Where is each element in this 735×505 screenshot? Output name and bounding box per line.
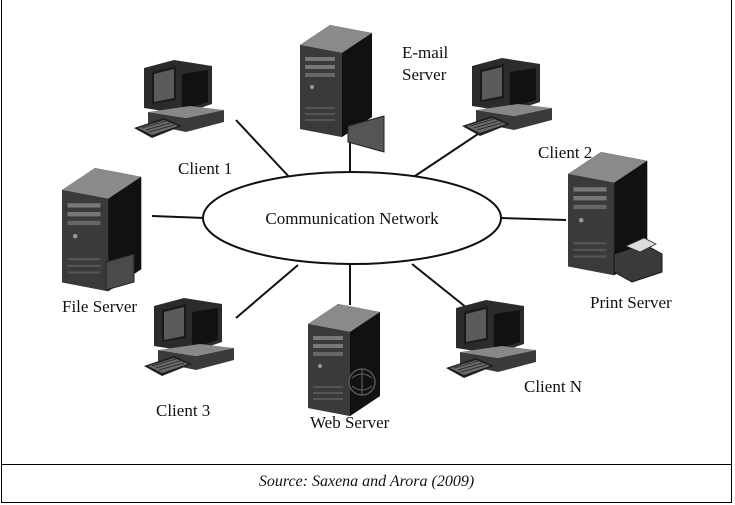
print-server-node: Print Server (568, 152, 672, 312)
web-server-node: Web Server (308, 304, 390, 432)
client-2-label: Client 2 (538, 143, 592, 162)
client-n-node: Client N (445, 299, 582, 396)
envelope-icon (347, 115, 385, 153)
web-server-label: Web Server (310, 413, 390, 432)
email-server-icon (300, 25, 372, 137)
email-server-label-line2: Server (402, 65, 447, 84)
email-server-label-line1: E-mail (402, 43, 449, 62)
computer-icon (445, 299, 537, 379)
communication-network-ellipse (202, 171, 502, 265)
computer-icon (461, 57, 553, 137)
email-server-node: E-mail Server (300, 25, 449, 153)
center-label: Communication Network (265, 209, 439, 228)
client-2-node: Client 2 (461, 57, 592, 162)
file-icon (105, 253, 135, 291)
client-1-label: Client 1 (178, 159, 232, 178)
computer-icon (143, 297, 235, 377)
client-1-node: Client 1 (133, 59, 232, 178)
client-3-node: Client 3 (143, 297, 235, 420)
computer-icon (133, 59, 225, 139)
caption-row: Source: Saxena and Arora (2009) (1, 464, 732, 503)
file-server-node: File Server (62, 168, 142, 316)
print-server-label: Print Server (590, 293, 672, 312)
file-server-label: File Server (62, 297, 137, 316)
web-server-icon (308, 304, 380, 416)
client-n-label: Client N (524, 377, 582, 396)
client-3-label: Client 3 (156, 401, 210, 420)
source-caption: Source: Saxena and Arora (2009) (258, 473, 475, 490)
